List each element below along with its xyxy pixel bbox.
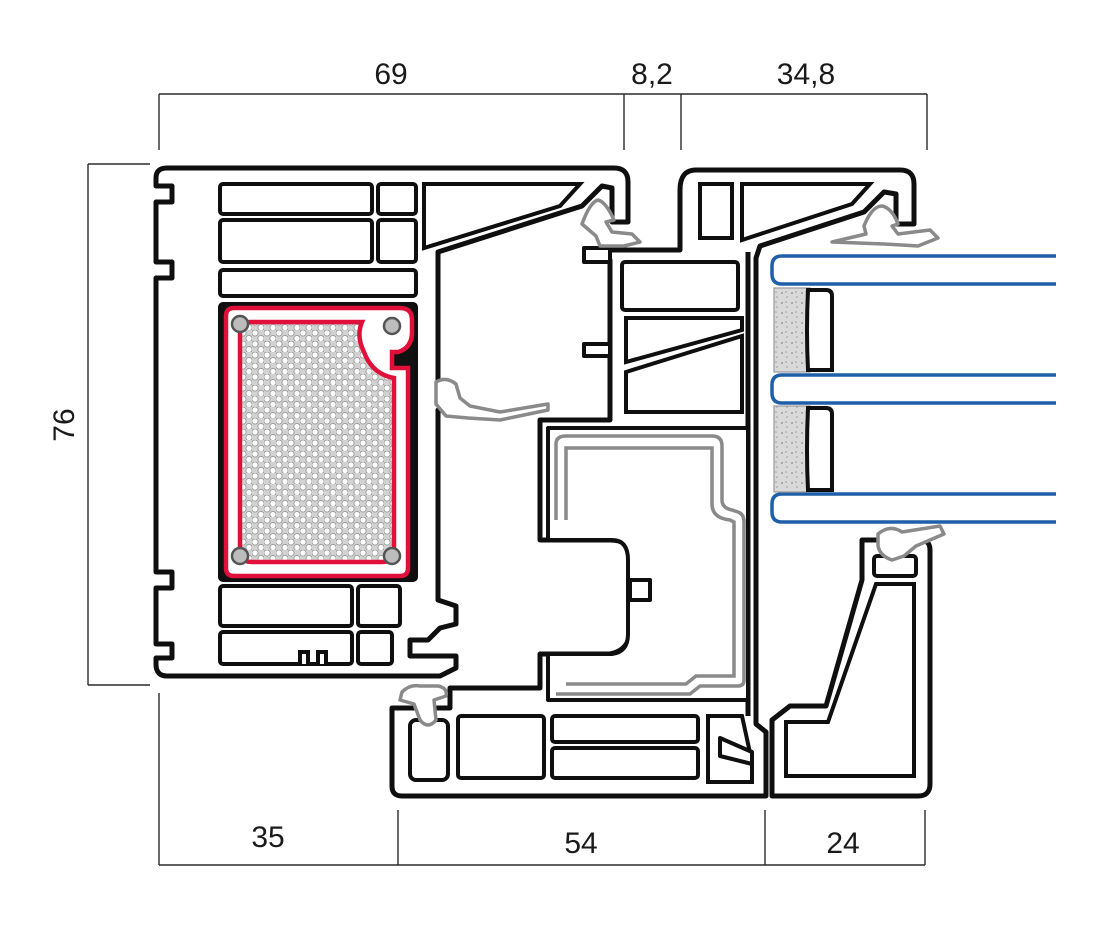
sash-top-gasket — [830, 204, 940, 248]
dimension-top-3: 34,8 — [777, 58, 835, 91]
dimension-top-2: 8,2 — [631, 58, 673, 91]
dimension-left-1: 76 — [48, 408, 81, 441]
dimension-top-1: 69 — [374, 58, 407, 91]
screw-icon — [382, 546, 402, 566]
screw-icon — [230, 314, 250, 334]
triple-glazing-unit — [770, 254, 1056, 524]
glazing-bead — [769, 537, 933, 799]
dimension-bottom-1: 35 — [251, 821, 284, 854]
glazing-bead-gasket — [876, 524, 946, 562]
frame-top-gasket — [580, 198, 642, 248]
dimension-bottom-3: 24 — [826, 827, 859, 860]
thermal-insulation-insert — [223, 305, 415, 579]
gaskets — [398, 198, 946, 727]
screw-icon — [230, 546, 250, 566]
dimension-bottom-2: 54 — [564, 827, 597, 860]
bottom-frame-gasket — [398, 683, 449, 727]
left-dimension-lines — [87, 163, 150, 686]
center-seal-gasket — [434, 377, 550, 422]
top-dimension-lines — [158, 93, 928, 150]
screw-icon — [382, 316, 402, 336]
sash-profile — [389, 167, 917, 799]
bottom-dimension-lines — [158, 693, 926, 866]
